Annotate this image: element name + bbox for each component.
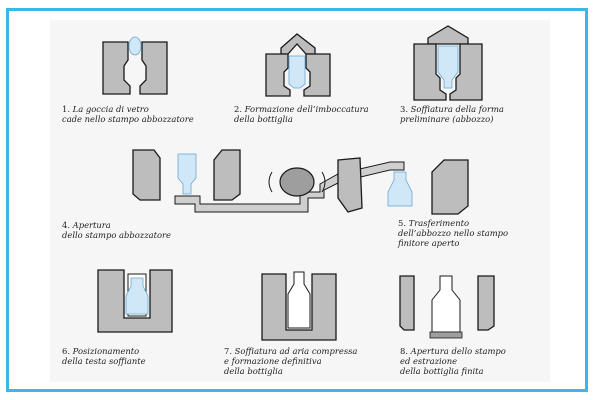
step-4-caption: 4. Apertura dello stampo abbozzatore xyxy=(62,220,171,240)
transfer-mechanism xyxy=(132,149,469,215)
parison xyxy=(437,45,459,89)
finishing-mold-right-open xyxy=(431,159,469,215)
blank-mold-left xyxy=(102,41,131,95)
blank-mold-left xyxy=(413,43,447,101)
blank-mold-left-open xyxy=(132,149,161,201)
baffle xyxy=(427,25,469,45)
parison-inverted xyxy=(177,153,197,195)
step-1-illustration xyxy=(102,36,168,95)
finishing-mold xyxy=(97,269,173,333)
step-2-caption: 2. Formazione dell’imboccatura della bot… xyxy=(234,104,369,124)
blank-mold-left xyxy=(265,53,291,97)
glass-charge xyxy=(288,55,306,89)
blank-mold-right xyxy=(303,53,331,97)
step-7-caption: 7. Soffiatura ad aria compressa e formaz… xyxy=(224,346,358,376)
finishing-mold-left-open xyxy=(399,275,415,331)
step-2-illustration xyxy=(265,33,331,97)
parison-in-mold xyxy=(125,277,149,315)
step-5-caption: 5. Trasferimento dell’abbozzo nello stam… xyxy=(398,218,509,248)
blank-mold-right xyxy=(449,43,483,101)
step-6-illustration xyxy=(97,269,173,333)
pivot-wheel xyxy=(279,167,315,197)
blank-mold-right xyxy=(139,41,168,95)
bottle-blown xyxy=(287,271,311,329)
step-8-caption: 8. Apertura dello stampo ed estrazione d… xyxy=(400,346,506,376)
parison-transferred xyxy=(387,171,413,207)
step-3-illustration xyxy=(413,25,483,101)
blank-mold-right-open xyxy=(213,149,241,201)
rotation-arrow-left xyxy=(268,171,273,193)
step-3-caption: 3. Soffiatura della forma preliminare (a… xyxy=(400,104,504,124)
rotation-arrow-right xyxy=(321,171,326,193)
finishing-mold-left-open xyxy=(337,157,363,213)
bottom-plate xyxy=(429,331,463,339)
finishing-mold-right-open xyxy=(477,275,495,331)
step-7-illustration xyxy=(261,271,337,341)
step-6-caption: 6. Posizionamento della testa soffiante xyxy=(62,346,146,366)
glass-gob xyxy=(128,36,142,56)
finishing-mold-closed xyxy=(261,273,337,341)
step-8-illustration xyxy=(399,275,495,339)
step-1-caption: 1. La goccia di vetro cade nello stampo … xyxy=(62,104,194,124)
